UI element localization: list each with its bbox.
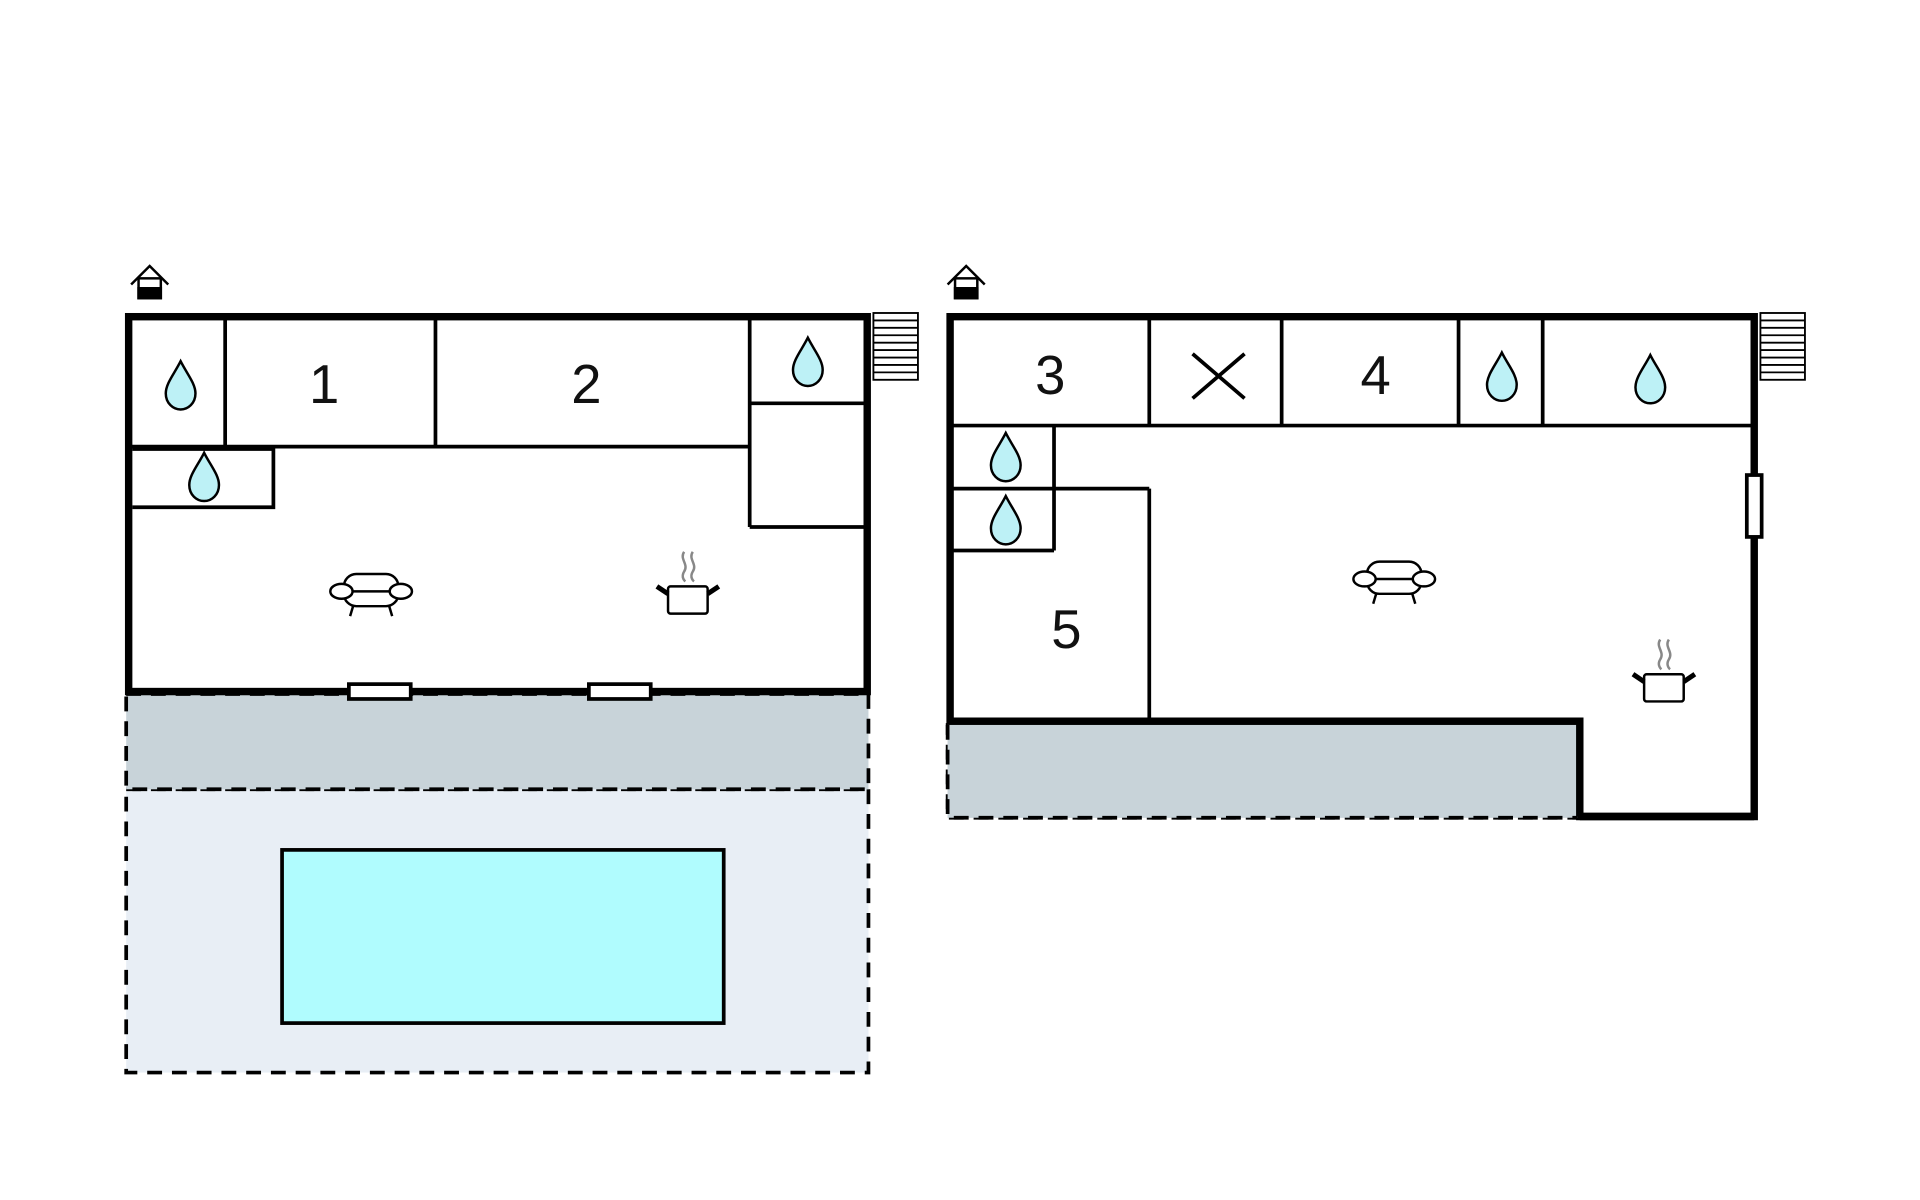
interior-walls	[128, 319, 868, 529]
window	[587, 682, 653, 701]
room-label-3: 3	[1035, 345, 1065, 406]
stairs-icon	[872, 312, 919, 381]
room-label-2: 2	[571, 354, 601, 415]
room-label-5: 5	[1051, 599, 1081, 660]
window	[1744, 473, 1764, 539]
window	[347, 682, 413, 701]
ground-floor: 1 2	[124, 264, 919, 1075]
stairs-icon	[1759, 312, 1806, 381]
interior-walls	[950, 319, 1755, 722]
room-label-4: 4	[1361, 345, 1391, 406]
swimming-pool	[280, 848, 726, 1025]
upper-floor: 3 4 5	[945, 264, 1806, 821]
exterior-wall	[124, 312, 871, 696]
entrance-icon	[946, 264, 986, 300]
entrance-icon	[129, 264, 170, 300]
terrace	[124, 692, 871, 792]
room-label-1: 1	[309, 354, 339, 415]
